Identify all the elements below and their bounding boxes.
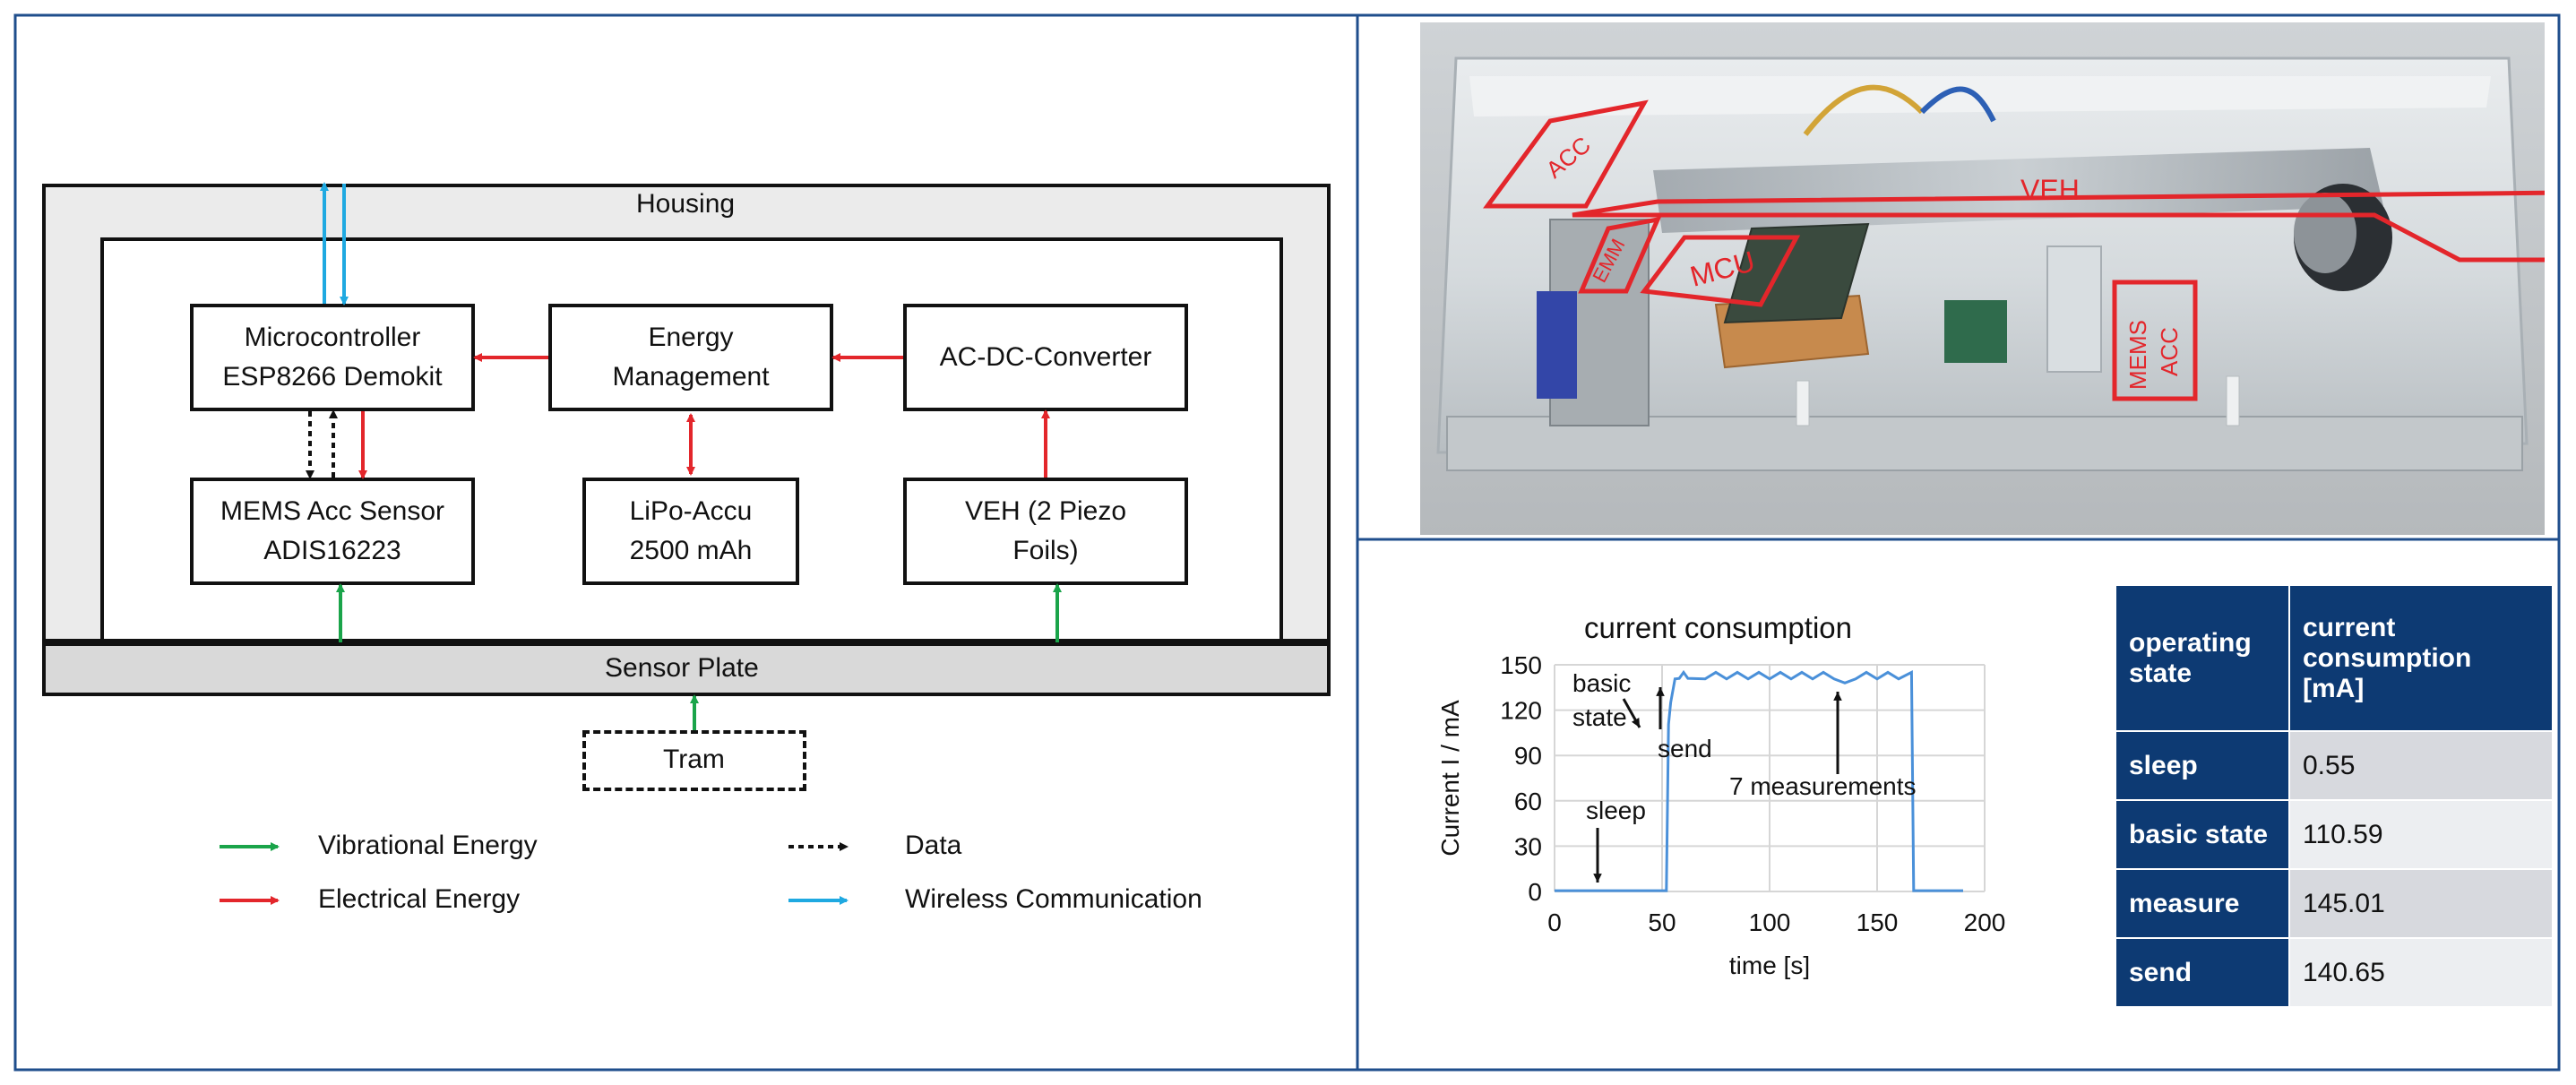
table-header-consumption: current consumption [mA] xyxy=(2288,584,2554,732)
mems-line1: MEMS Acc Sensor xyxy=(220,496,445,526)
device-photo-drawing: VEH MCU ACC EMM MEMS ACC xyxy=(1420,22,2576,535)
energy-management-line2: Management xyxy=(612,362,770,392)
annotation-arrowhead xyxy=(1631,718,1640,728)
table-cell-state: measure xyxy=(2115,868,2290,939)
mcu-highlight xyxy=(1640,235,1801,307)
veh-line2: Foils) xyxy=(1012,536,1079,565)
table-row: measure 145.01 xyxy=(2115,868,2554,939)
annotation-label: 7 measurements xyxy=(1729,772,1917,800)
annotation-arrowhead xyxy=(1593,874,1602,883)
sensor-plate xyxy=(42,642,1331,696)
photo-label-mems: MEMS xyxy=(2124,320,2151,390)
photo-label-veh: VEH xyxy=(2020,174,2080,206)
y-tick-label: 150 xyxy=(1500,651,1542,679)
operating-state-table: operating state current consumption [mA]… xyxy=(2115,584,2554,1008)
chart-plot: 0 30 60 90 120 150 0 50 100 150 200 basic state send… xyxy=(1436,651,2005,979)
x-tick-label: 0 xyxy=(1547,908,1562,936)
y-tick-label: 90 xyxy=(1514,742,1542,770)
legend-wireless: Wireless Communication xyxy=(905,884,1202,914)
lipo-accu-block: LiPo-Accu 2500 mAh xyxy=(582,478,799,585)
legend-data: Data xyxy=(905,831,962,860)
table-row: sleep 0.55 xyxy=(2115,730,2554,801)
blue-clip xyxy=(1537,291,1577,399)
sensor-module xyxy=(2046,245,2102,373)
table-header-row: operating state current consumption [mA] xyxy=(2115,584,2554,732)
y-tick-label: 0 xyxy=(1528,878,1542,906)
ac-dc-converter-label: AC-DC-Converter xyxy=(939,342,1152,372)
chart-series xyxy=(1555,669,1963,892)
device-photo: VEH MCU ACC EMM MEMS ACC xyxy=(1420,22,2576,535)
microcontroller-line1: Microcontroller xyxy=(244,323,421,352)
table-header-consumption-line3: [mA] xyxy=(2303,673,2365,703)
table-cell-state: sleep xyxy=(2115,730,2290,801)
table-cell-value: 110.59 xyxy=(2288,799,2554,870)
housing-label: Housing xyxy=(636,189,736,219)
table-header-state: operating state xyxy=(2115,584,2290,732)
table-cell-value: 0.55 xyxy=(2288,730,2554,801)
table-row: basic state 110.59 xyxy=(2115,799,2554,870)
legend-vibrational: Vibrational Energy xyxy=(318,831,538,860)
series-line xyxy=(1555,669,1963,892)
annotation-arrowhead xyxy=(1833,692,1842,701)
y-tick-label: 60 xyxy=(1514,788,1542,815)
table-header-state-line2: state xyxy=(2129,658,2193,688)
sensor-plate-label: Sensor Plate xyxy=(605,653,759,683)
emm-highlight xyxy=(1578,216,1662,294)
acc-highlight xyxy=(1483,99,1649,209)
table-cell-value: 145.01 xyxy=(2288,868,2554,939)
microcontroller-line2: ESP8266 Demokit xyxy=(222,362,443,392)
photo-label-mems-acc: ACC xyxy=(2156,327,2183,376)
x-tick-label: 100 xyxy=(1749,908,1791,936)
lipo-line2: 2500 mAh xyxy=(629,536,753,565)
annotation-label: sleep xyxy=(1586,797,1646,824)
x-tick-label: 150 xyxy=(1857,908,1899,936)
chart-title: current consumption xyxy=(1584,611,1852,644)
x-tick-label: 50 xyxy=(1648,908,1676,936)
piezo-foil xyxy=(1653,148,2383,233)
diagram-arrows xyxy=(220,182,1062,905)
right-panel-frame xyxy=(1356,13,2561,1072)
legend-electrical: Electrical Energy xyxy=(318,884,521,914)
y-tick-label: 30 xyxy=(1514,832,1542,860)
annotation-arrowhead xyxy=(1656,687,1665,696)
table-cell-state: basic state xyxy=(2115,799,2290,870)
tram-label: Tram xyxy=(663,745,725,774)
table-header-consumption-line2: consumption xyxy=(2303,642,2472,673)
chart-ylabel: Current I / mA xyxy=(1436,700,1464,857)
tram-box xyxy=(582,730,806,791)
table-header-consumption-line1: current xyxy=(2303,612,2396,642)
lipo-line1: LiPo-Accu xyxy=(629,496,753,526)
mems-highlight xyxy=(2112,280,2198,401)
table-header-state-line1: operating xyxy=(2129,627,2252,658)
table-cell-value: 140.65 xyxy=(2288,937,2554,1008)
table-row: send 140.65 xyxy=(2115,937,2554,1008)
x-tick-label: 200 xyxy=(1964,908,2006,936)
mems-line2: ADIS16223 xyxy=(263,536,401,565)
ac-dc-converter-block: AC-DC-Converter xyxy=(903,304,1188,411)
veh-line1: VEH (2 Piezo xyxy=(964,496,1127,526)
table-cell-state: send xyxy=(2115,937,2290,1008)
chart-annotations: basic state send 7 measurements sleep xyxy=(1572,669,1917,883)
annotation-label: basic xyxy=(1572,669,1631,697)
green-pcb xyxy=(1944,300,2007,363)
annotation-label: send xyxy=(1658,735,1712,762)
y-tick-label: 120 xyxy=(1500,697,1542,725)
mcu-board xyxy=(1723,222,1870,324)
annotation-label: state xyxy=(1572,703,1627,731)
chart-ticks: 0 30 60 90 120 150 0 50 100 150 200 xyxy=(1500,651,2005,936)
energy-management-line1: Energy xyxy=(648,323,734,352)
chart-xlabel: time [s] xyxy=(1729,952,1810,979)
